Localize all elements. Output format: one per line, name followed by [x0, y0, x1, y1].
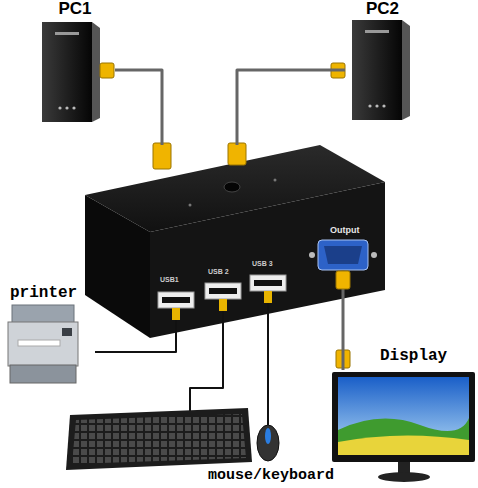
vga-plug [336, 271, 350, 289]
vga-socket [324, 246, 362, 264]
keyboard-keys [72, 414, 246, 464]
usb-port [205, 283, 241, 299]
paper [18, 340, 60, 346]
tower-side [92, 22, 100, 122]
switch-button [224, 182, 240, 192]
led [368, 104, 371, 107]
monitor-frame [332, 372, 475, 462]
drive-slot [55, 32, 79, 35]
computer-tower: PC2 [345, 0, 420, 125]
usb-slot [254, 280, 282, 286]
port-label: USB 2 [208, 268, 229, 276]
kvm-switch: USB1 USB 2 USB 3 Output [85, 145, 385, 340]
led [58, 106, 61, 109]
keyboard-body [66, 408, 252, 470]
usb-cable [267, 402, 269, 425]
led [189, 204, 192, 207]
monitor-base [378, 472, 430, 482]
device-label: printer [10, 285, 77, 303]
usb-plug [264, 291, 272, 303]
device-label: PC2 [345, 0, 420, 19]
port-label: USB1 [160, 276, 179, 284]
tower-pc1 [42, 22, 114, 122]
screen-hills [338, 418, 469, 455]
device-label: Display [380, 348, 447, 366]
usb-port [158, 292, 194, 308]
usb-slot [162, 297, 190, 303]
led [65, 106, 68, 109]
vga-plug [100, 63, 114, 78]
scanner-lid [12, 305, 74, 323]
keyboard-mouse-drawing [66, 408, 279, 470]
vga-plug [228, 143, 246, 165]
printer: printer [0, 285, 95, 385]
cable-stubs [172, 270, 350, 425]
port-label: USB 3 [252, 260, 273, 268]
monitor: Display [330, 370, 478, 480]
computer-tower: PC1 [35, 0, 115, 125]
monitor-drawing [332, 372, 475, 482]
usb-slot [209, 288, 237, 294]
vga-plug [336, 350, 350, 368]
box-left [85, 195, 150, 338]
usb-cable [190, 340, 223, 402]
screw [309, 252, 315, 258]
tower-side [402, 20, 410, 120]
tower-front [42, 22, 92, 122]
vga-cable [342, 340, 345, 370]
vga-plug [331, 63, 345, 78]
vga-port [318, 240, 368, 270]
drive-slot [365, 30, 389, 33]
port-label: Output [330, 226, 360, 236]
usb-cable [95, 340, 176, 352]
kvm-box [85, 143, 385, 338]
paper-tray [10, 365, 76, 383]
mouse-body [257, 425, 279, 461]
mouse-stripe [265, 428, 271, 444]
led [382, 104, 385, 107]
led [375, 104, 378, 107]
usb-port [250, 275, 286, 291]
screw [371, 252, 377, 258]
tower-front [352, 20, 402, 120]
usb-plug [219, 299, 227, 311]
control-panel [62, 328, 72, 336]
vga-plug [153, 143, 171, 169]
led [274, 179, 277, 182]
usb-cable [267, 340, 269, 402]
device-label: PC1 [35, 0, 115, 19]
printer-drawing [8, 305, 78, 383]
vga-cable [237, 70, 345, 145]
usb-plug [172, 308, 180, 320]
screen-sky [338, 377, 469, 455]
vga-cable [115, 70, 162, 145]
printer-body [8, 322, 78, 366]
led [72, 106, 75, 109]
device-label: mouse/keyboard [208, 468, 334, 485]
tower-pc2 [331, 20, 410, 120]
keyboard-mouse: mouse/keyboard [60, 402, 350, 488]
screen-field [338, 435, 469, 455]
